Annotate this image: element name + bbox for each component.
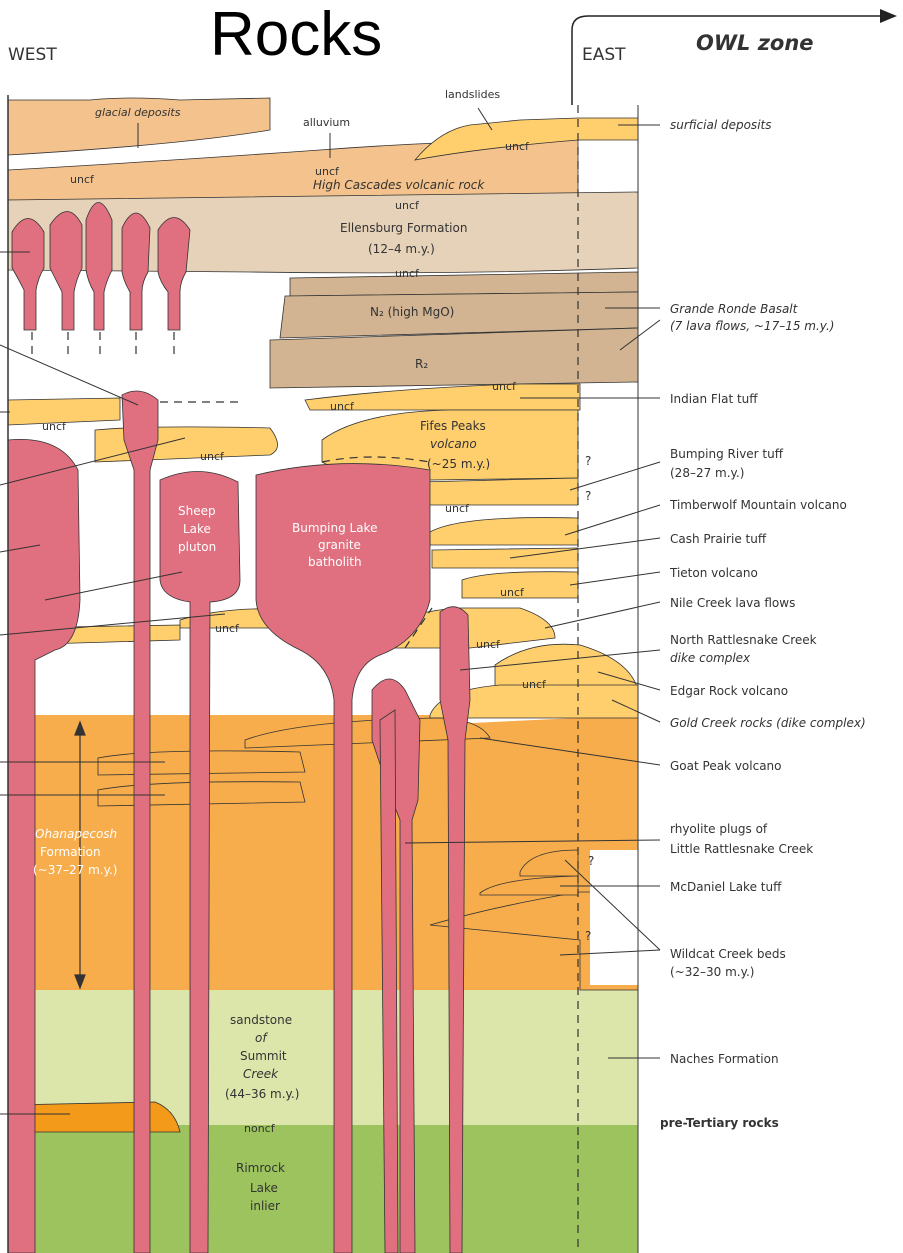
label-noncf: noncf [244, 1122, 276, 1135]
label-uncf-1: uncf [70, 173, 95, 186]
right-label-pre-tertiary: pre-Tertiary rocks [660, 1116, 779, 1130]
question-mark-4: ? [585, 929, 591, 943]
label-sheep-1: Sheep [178, 504, 216, 518]
label-rimrock-1: Rimrock [236, 1161, 285, 1175]
dike-2 [50, 212, 82, 331]
label-summit-1: sandstone [230, 1013, 292, 1027]
leader-nile-creek [545, 602, 660, 628]
rimrock-lake-layer [8, 1125, 638, 1253]
question-mark-2: ? [585, 489, 591, 503]
label-fifes-2: volcano [430, 437, 477, 451]
label-summit-5: (44–36 m.y.) [225, 1087, 299, 1101]
label-rimrock-2: Lake [250, 1181, 278, 1195]
question-mark-1: ? [585, 454, 591, 468]
right-label-tieton: Tieton volcano [669, 566, 758, 580]
label-fifes-1: Fifes Peaks [420, 419, 486, 433]
bumping-river-tuff [420, 478, 578, 505]
ohanapecosh-layer [8, 715, 638, 990]
right-label-rhyolite-1: rhyolite plugs of [670, 822, 768, 836]
label-uncf-14: uncf [522, 678, 547, 691]
leader-timberwolf [565, 505, 660, 535]
label-bumping-3: batholith [308, 555, 362, 569]
diagram-title: Rocks [210, 0, 382, 69]
label-alluvium: alluvium [303, 116, 350, 129]
right-label-grande-ronde-2: (7 lava flows, ~17–15 m.y.) [670, 319, 834, 333]
ohanapecosh-east-white [590, 850, 638, 985]
label-ohanapecosh-2: Formation [40, 845, 101, 859]
label-bumping-1: Bumping Lake [292, 521, 377, 535]
dashed-dike-roots [32, 332, 174, 356]
right-label-indian-flat: Indian Flat tuff [670, 392, 758, 406]
right-label-north-rattlesnake-2: dike complex [670, 651, 751, 665]
right-label-edgar-rock: Edgar Rock volcano [670, 684, 788, 698]
label-uncf-10: uncf [445, 502, 470, 515]
label-summit-4: Creek [243, 1067, 279, 1081]
timberwolf-volcano [430, 518, 578, 545]
label-fifes-3: (~25 m.y.) [427, 457, 490, 471]
label-uncf-13: uncf [476, 638, 501, 651]
label-uncf-5: uncf [395, 267, 420, 280]
label-uncf-6: uncf [492, 380, 517, 393]
right-label-north-rattlesnake-1: North Rattlesnake Creek [670, 633, 817, 647]
right-label-cash-prairie: Cash Prairie tuff [670, 532, 767, 546]
west-tuff-lens-2 [95, 427, 278, 462]
label-high-cascades: High Cascades volcanic rock [313, 178, 485, 192]
label-summit-2: of [255, 1031, 268, 1045]
label-n2: N₂ (high MgO) [370, 305, 454, 319]
label-rimrock-3: inlier [250, 1199, 280, 1213]
right-label-goat-peak: Goat Peak volcano [670, 759, 782, 773]
right-label-nile-creek: Nile Creek lava flows [670, 596, 795, 610]
label-ellensburg-1: Ellensburg Formation [340, 221, 467, 235]
label-glacial-deposits: glacial deposits [95, 106, 181, 119]
right-label-wildcat-1: Wildcat Creek beds [670, 947, 786, 961]
right-label-surficial: surficial deposits [670, 118, 771, 132]
right-label-wildcat-2: (~32–30 m.y.) [670, 965, 754, 979]
label-bumping-2: granite [318, 538, 361, 552]
right-label-bumping-river-2: (28–27 m.y.) [670, 466, 744, 480]
cash-prairie-tuff [432, 548, 578, 568]
dike-1 [12, 219, 44, 331]
owl-zone-label: OWL zone [696, 31, 814, 55]
label-uncf-2: uncf [315, 165, 340, 178]
east-label: EAST [582, 45, 626, 65]
label-ellensburg-2: (12–4 m.y.) [368, 242, 435, 256]
right-label-rhyolite-2: Little Rattlesnake Creek [670, 842, 813, 856]
label-uncf-4: uncf [395, 199, 420, 212]
label-uncf-7: uncf [330, 400, 355, 413]
label-uncf-11: uncf [500, 586, 525, 599]
leader-bumping-river [570, 462, 660, 490]
label-uncf-9: uncf [200, 450, 225, 463]
label-ohanapecosh-1: Ohanapecosh [35, 827, 117, 841]
question-mark-3: ? [588, 854, 594, 868]
right-label-grande-ronde-1: Grande Ronde Basalt [670, 302, 799, 316]
right-label-bumping-river-1: Bumping River tuff [670, 447, 784, 461]
right-label-gold-creek: Gold Creek rocks (dike complex) [670, 716, 866, 730]
edgar-rock-volcano [495, 644, 638, 690]
dike-4 [122, 213, 150, 330]
owl-zone-arrowhead [880, 9, 897, 23]
label-uncf-12: uncf [215, 622, 240, 635]
right-label-timberwolf: Timberwolf Mountain volcano [669, 498, 847, 512]
label-ohanapecosh-3: (~37–27 m.y.) [33, 863, 117, 877]
right-label-naches: Naches Formation [670, 1052, 779, 1066]
label-landslides: landslides [445, 88, 500, 101]
label-summit-3: Summit [240, 1049, 287, 1063]
dike-3 [86, 203, 112, 331]
label-uncf-3: uncf [505, 140, 530, 153]
dike-5 [158, 218, 190, 331]
leader-tieton [570, 572, 660, 585]
right-label-mcdaniel: McDaniel Lake tuff [670, 880, 782, 894]
label-uncf-8: uncf [42, 420, 67, 433]
label-sheep-3: pluton [178, 540, 216, 554]
leader-west-2 [0, 345, 138, 405]
label-r2: R₂ [415, 357, 428, 371]
label-sheep-2: Lake [183, 522, 211, 536]
west-label: WEST [8, 45, 57, 65]
